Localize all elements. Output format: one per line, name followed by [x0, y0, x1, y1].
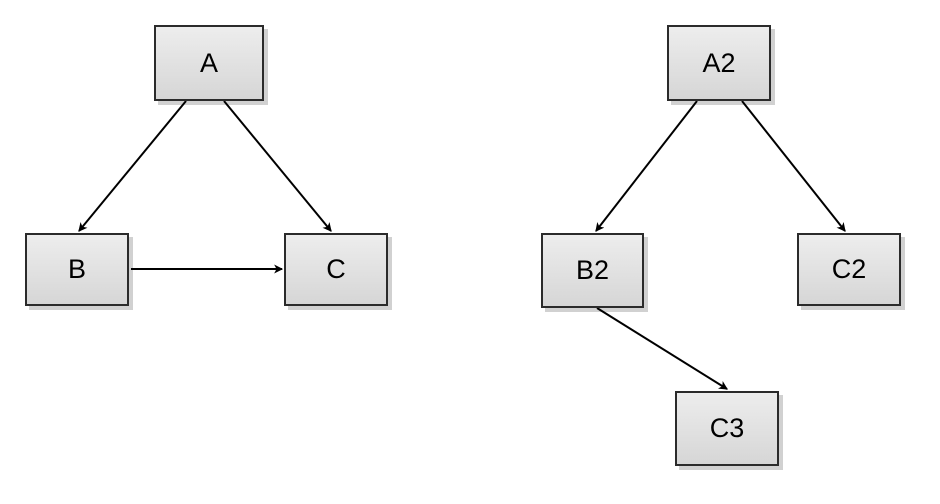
node-label-c2: C2 — [831, 254, 867, 284]
node-c3[interactable]: C3 — [675, 391, 779, 466]
node-label-b2: B2 — [575, 255, 610, 285]
edge-a2-to-b2[interactable] — [595, 100, 698, 232]
node-b2[interactable]: B2 — [541, 233, 644, 308]
edge-a-to-c[interactable] — [223, 100, 332, 232]
node-b[interactable]: B — [25, 233, 129, 306]
node-label-c: C — [326, 254, 346, 284]
node-c[interactable]: C — [284, 233, 388, 306]
node-label-a: A — [199, 47, 218, 78]
node-label-c3: C3 — [709, 413, 745, 443]
edge-b2-to-c3[interactable] — [596, 307, 728, 390]
node-label-b: B — [67, 254, 86, 284]
edge-a-to-b[interactable] — [78, 100, 187, 232]
node-a2[interactable]: A2 — [667, 25, 771, 101]
node-label-a2: A2 — [702, 47, 736, 78]
node-c2[interactable]: C2 — [797, 233, 901, 306]
edges-group — [78, 100, 846, 390]
node-a[interactable]: A — [154, 25, 264, 101]
edge-a2-to-c2[interactable] — [741, 100, 846, 232]
